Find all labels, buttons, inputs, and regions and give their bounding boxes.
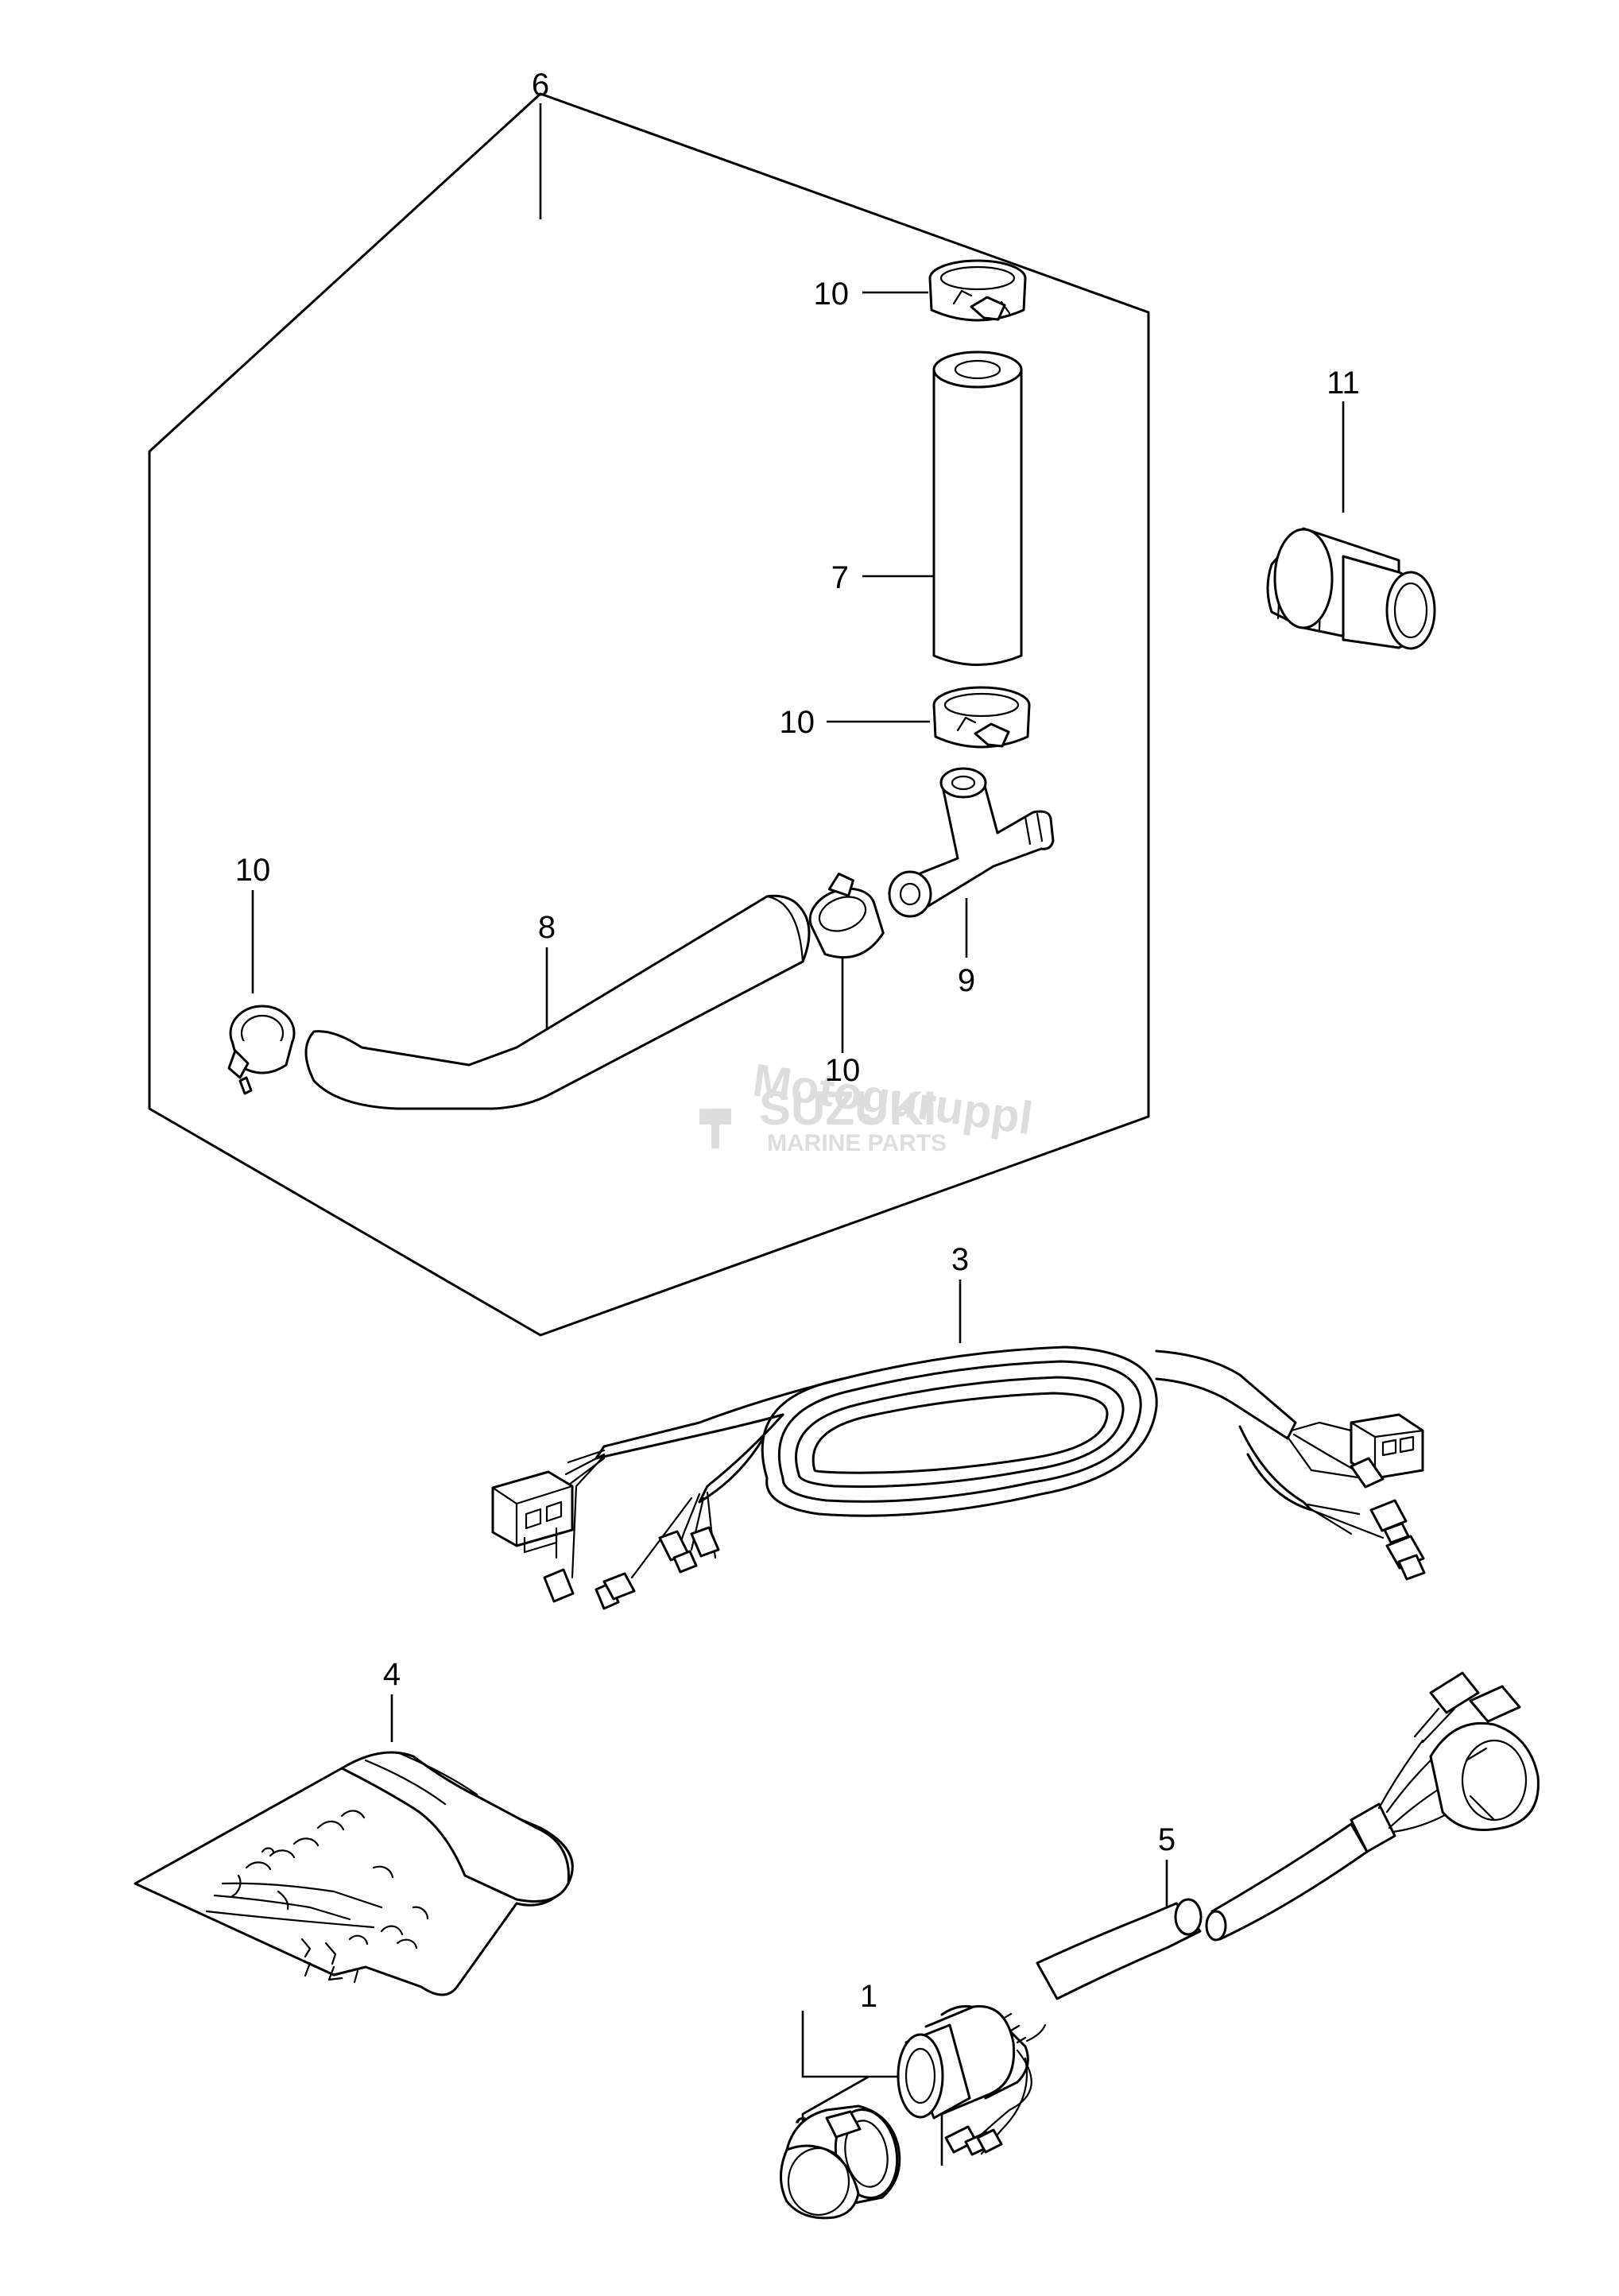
callout-8: 8: [538, 910, 556, 945]
callout-10-top: 10: [814, 277, 850, 312]
small-parts-bag: [134, 1751, 574, 1996]
watermark-subtitle-text: MARINE PARTS: [767, 1130, 947, 1156]
kit-boundary-hexagon: [148, 92, 1150, 1337]
bag-contents-hardware: [205, 1810, 429, 1984]
callout-3: 3: [951, 1242, 969, 1277]
watermark-brand-text: SUZUKI: [759, 1082, 936, 1135]
callout-6: 6: [532, 68, 549, 103]
callout-9: 9: [958, 963, 975, 998]
callout-11: 11: [1327, 366, 1360, 401]
hose-clamp-top: [928, 259, 1027, 322]
power-socket-assembly: [897, 2005, 1047, 2156]
callout-10-middle: 10: [780, 705, 815, 740]
hose-clamp-left: [227, 1005, 296, 1095]
watermark-outboard-icon: [699, 1109, 731, 1148]
t-joint-connector: [888, 767, 1055, 918]
fuel-hose-straight: [932, 350, 1023, 666]
hose-clamp-lower: [808, 873, 885, 959]
callout-7: 7: [831, 560, 849, 595]
harness-terminals-left: [543, 1526, 720, 1610]
threaded-plug: [1266, 527, 1436, 650]
callout-5: 5: [1158, 1822, 1176, 1857]
hose-clamp-middle: [932, 686, 1031, 749]
callout-1: 1: [860, 1979, 877, 2014]
callout-10-bottom: 10: [825, 1053, 861, 1088]
callouts: 6 10 7 10 10 8 10 9 11 3 4 5 1 2: [235, 68, 1360, 2147]
socket-cap: [780, 2104, 901, 2220]
callout-10-left: 10: [235, 853, 271, 888]
wiring-harness: [491, 1345, 1426, 1610]
fuel-hose-bent: [304, 894, 811, 1110]
harness-connector-left: [491, 1470, 574, 1554]
callout-4: 4: [383, 1657, 401, 1692]
extension-cable: [1036, 1671, 1540, 2000]
leader-lines: [251, 103, 1345, 2182]
watermark: Motoguruppl SUZUKI MARINE PARTS: [699, 1055, 1036, 1156]
harness-terminals-right: [1350, 1457, 1426, 1581]
